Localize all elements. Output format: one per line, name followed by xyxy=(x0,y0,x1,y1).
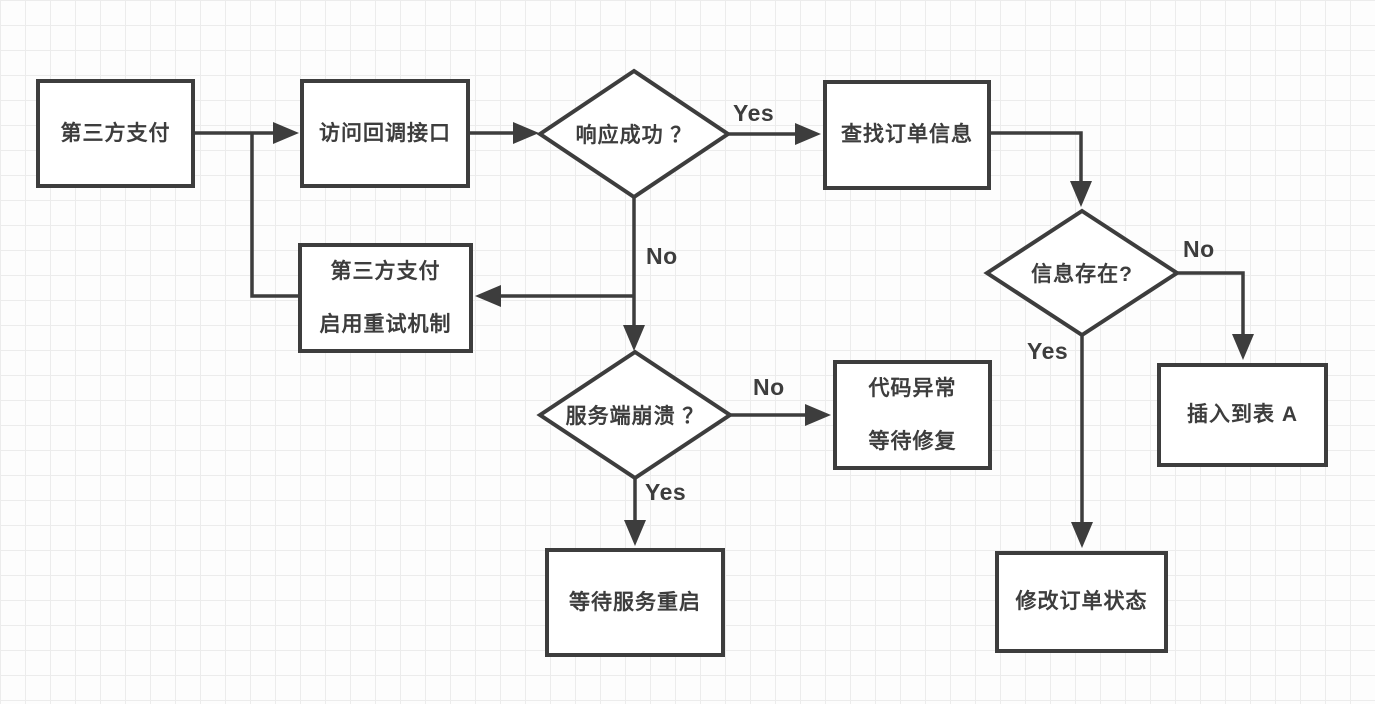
node-label-line1: 代码异常 xyxy=(868,376,957,400)
edge-label-exists-no: No xyxy=(1183,236,1215,262)
edge-label-exists-yes: Yes xyxy=(1027,338,1069,364)
node-retry-mechanism[interactable]: 第三方支付 启用重试机制 xyxy=(298,243,473,353)
edge-exists-yes xyxy=(1071,335,1093,548)
node-label: 等待服务重启 xyxy=(569,590,701,614)
edge-crash-yes xyxy=(624,478,646,546)
edge-payment-to-callback xyxy=(195,122,299,144)
edge-exists-no xyxy=(1177,271,1254,360)
edge-label-response-no: No xyxy=(646,243,678,269)
node-update-order-status[interactable]: 修改订单状态 xyxy=(995,551,1168,653)
edge-label-crash-yes: Yes xyxy=(645,479,687,505)
node-label: 访问回调接口 xyxy=(319,121,451,145)
edge-response-yes xyxy=(728,123,821,145)
node-find-order-info[interactable]: 查找订单信息 xyxy=(823,80,991,190)
node-info-exists-shape[interactable] xyxy=(983,208,1181,338)
edge-order-to-exists xyxy=(991,131,1092,207)
node-label-line2: 启用重试机制 xyxy=(319,313,452,336)
edge-label-crash-no: No xyxy=(753,374,785,400)
edge-response-no xyxy=(475,197,645,351)
node-label: 查找订单信息 xyxy=(841,123,973,147)
node-server-crash-shape[interactable] xyxy=(536,349,734,481)
node-response-success-label: 响应成功 ？ xyxy=(575,124,693,147)
node-response-success-shape[interactable] xyxy=(536,68,732,200)
node-info-exists-label: 信息存在? xyxy=(1031,263,1133,286)
node-label: 修改订单状态 xyxy=(1015,590,1148,614)
node-label: 插入到表 A xyxy=(1187,403,1298,427)
node-label-line1: 第三方支付 xyxy=(330,259,441,283)
edge-label-response-yes: Yes xyxy=(733,100,775,126)
node-server-crash-label: 服务端崩溃 ？ xyxy=(565,405,705,428)
node-insert-table-a[interactable]: 插入到表 A xyxy=(1157,363,1328,467)
edge-callback-to-response xyxy=(470,122,539,144)
node-label-line2: 等待修复 xyxy=(868,430,957,453)
edge-retry-to-callback xyxy=(250,133,298,298)
node-call-callback-api[interactable]: 访问回调接口 xyxy=(300,79,470,188)
node-label: 第三方支付 xyxy=(60,121,171,145)
edge-crash-no xyxy=(730,404,831,426)
node-wait-service-restart[interactable]: 等待服务重启 xyxy=(545,548,725,657)
node-third-party-payment[interactable]: 第三方支付 xyxy=(36,79,195,188)
node-code-exception[interactable]: 代码异常 等待修复 xyxy=(833,360,992,470)
